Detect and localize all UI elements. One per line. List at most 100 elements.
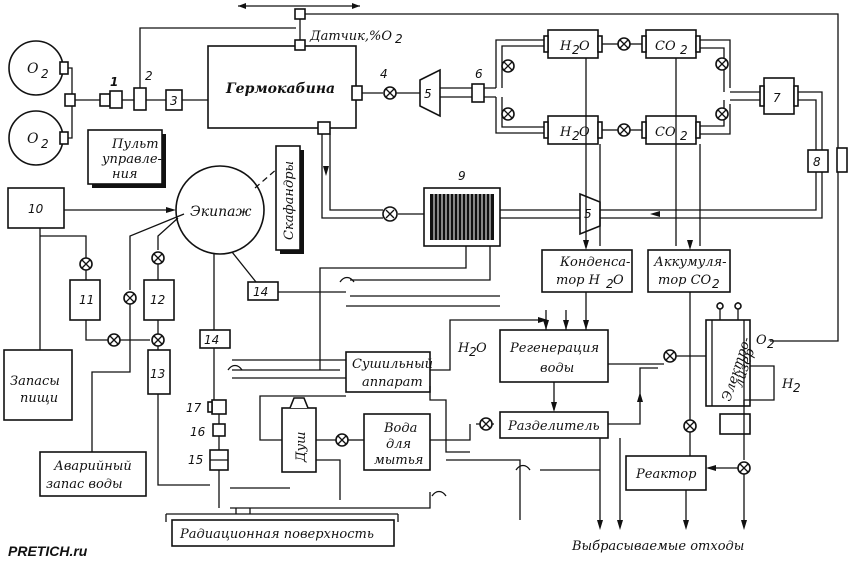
- separator: Разделитель: [499, 411, 609, 439]
- component-15: 15: [188, 449, 229, 471]
- co2-accumulator: Аккумуля- тор CO 2: [647, 249, 731, 293]
- svg-text:Конденса-: Конденса-: [559, 255, 630, 270]
- svg-text:Скафандры: Скафандры: [282, 161, 297, 240]
- tank-manifold: [64, 93, 76, 107]
- svg-text:воды: воды: [540, 361, 574, 376]
- svg-text:Реактор: Реактор: [635, 467, 697, 482]
- dryer: Сушильный аппарат: [345, 351, 433, 393]
- water-regeneration: Регенерация воды: [499, 329, 609, 383]
- svg-text:H: H: [559, 125, 572, 140]
- radiation-surface: Радиационная поверхность: [165, 513, 399, 547]
- valve-4: 4: [380, 67, 397, 100]
- svg-text:H: H: [781, 377, 794, 392]
- o2-sensor: [294, 39, 306, 51]
- svg-text:O: O: [579, 39, 590, 54]
- svg-text:17: 17: [186, 401, 202, 415]
- svg-text:Душ: Душ: [294, 432, 309, 463]
- svg-text:для: для: [386, 437, 411, 452]
- svg-text:2: 2: [41, 137, 49, 151]
- valve-block: [719, 413, 751, 435]
- svg-text:7: 7: [773, 91, 781, 105]
- svg-text:2: 2: [469, 345, 477, 359]
- sensor-top-node: [294, 8, 306, 20]
- o2-tank-upper: O 2: [8, 40, 69, 96]
- space-suits: Скафандры: [275, 145, 304, 254]
- svg-text:O: O: [613, 273, 624, 288]
- svg-text:2: 2: [145, 69, 153, 83]
- svg-text:H: H: [559, 39, 572, 54]
- svg-text:Разделитель: Разделитель: [507, 419, 600, 434]
- svg-text:4: 4: [380, 67, 388, 81]
- svg-text:Экипаж: Экипаж: [190, 204, 251, 220]
- o2-tank-lower: O 2: [8, 110, 69, 166]
- svg-text:Вода: Вода: [383, 421, 417, 436]
- svg-text:11: 11: [79, 293, 94, 307]
- svg-text:2: 2: [41, 67, 49, 81]
- svg-text:9: 9: [458, 169, 466, 183]
- svg-text:Аккумуля-: Аккумуля-: [653, 255, 727, 270]
- svg-text:управле-: управле-: [101, 152, 162, 167]
- crew: Экипаж: [175, 165, 265, 255]
- svg-text:Запасы: Запасы: [10, 374, 60, 389]
- watermark: PRETICH.ru: [8, 543, 88, 559]
- component-2-valve: 2: [133, 69, 153, 111]
- component-13: 13: [147, 349, 171, 395]
- svg-text:O: O: [476, 341, 487, 356]
- co2-absorber-lower: CO 2: [641, 115, 701, 145]
- svg-text:Сушильный: Сушильный: [352, 357, 433, 372]
- component-11: 11: [69, 279, 101, 321]
- svg-text:2: 2: [712, 277, 720, 291]
- component-7: 7: [759, 77, 799, 115]
- wash-water: Вода для мытья: [363, 413, 431, 471]
- svg-text:O: O: [756, 333, 767, 348]
- svg-text:O: O: [579, 125, 590, 140]
- svg-text:Аварийный: Аварийный: [53, 459, 132, 474]
- component-16: 16: [190, 423, 226, 439]
- svg-text:CO: CO: [655, 39, 676, 54]
- component-8: 8: [807, 149, 829, 173]
- svg-text:O: O: [27, 61, 39, 77]
- emergency-water-supply: Аварийный запас воды: [39, 451, 147, 497]
- svg-text:16: 16: [190, 425, 206, 439]
- co2-absorber-upper: CO 2: [641, 29, 701, 59]
- svg-text:Регенерация: Регенерация: [509, 341, 599, 356]
- reactor: Реактор: [625, 455, 707, 491]
- svg-text:Радиационная поверхность: Радиационная поверхность: [179, 527, 374, 542]
- svg-text:5: 5: [424, 87, 432, 101]
- food-supply: Запасы пищи: [3, 349, 73, 421]
- svg-text:2: 2: [572, 43, 580, 57]
- svg-text:15: 15: [188, 453, 203, 467]
- svg-text:2: 2: [767, 337, 775, 351]
- svg-text:пищи: пищи: [20, 391, 58, 406]
- svg-text:13: 13: [150, 367, 165, 381]
- svg-text:2: 2: [395, 32, 403, 46]
- shower: Душ: [281, 397, 317, 473]
- component-3-flow-regulator: 3: [165, 89, 183, 111]
- fan-5: 5: [419, 68, 441, 118]
- component-6: 6: [471, 67, 485, 103]
- h2o-absorber-lower: H 2 O: [543, 115, 603, 145]
- component-1-reducer: 1: [99, 75, 123, 109]
- svg-text:10: 10: [28, 202, 44, 216]
- svg-text:2: 2: [572, 129, 580, 143]
- svg-text:O: O: [27, 131, 39, 147]
- h2o-absorber-upper: H 2 O: [543, 29, 603, 59]
- svg-text:2: 2: [606, 277, 614, 291]
- svg-text:5: 5: [584, 207, 592, 221]
- svg-text:Пульт: Пульт: [111, 137, 159, 152]
- component-10: 10: [7, 187, 65, 229]
- water-condenser: Конденса- тор H 2 O: [541, 249, 633, 293]
- svg-text:тор H: тор H: [556, 273, 601, 288]
- svg-text:2: 2: [680, 43, 688, 57]
- svg-text:14: 14: [253, 285, 268, 299]
- svg-text:14: 14: [204, 333, 219, 347]
- heat-exchanger-9: 9: [423, 169, 501, 247]
- fan-5-lower: 5: [579, 192, 601, 236]
- component-14-upper: 14: [247, 281, 279, 301]
- svg-text:Гермокабина: Гермокабина: [225, 81, 335, 97]
- svg-text:CO: CO: [655, 125, 676, 140]
- control-panel: Пульт управле- ния: [87, 129, 166, 188]
- svg-text:аппарат: аппарат: [362, 375, 423, 390]
- component-17: 17: [186, 399, 227, 415]
